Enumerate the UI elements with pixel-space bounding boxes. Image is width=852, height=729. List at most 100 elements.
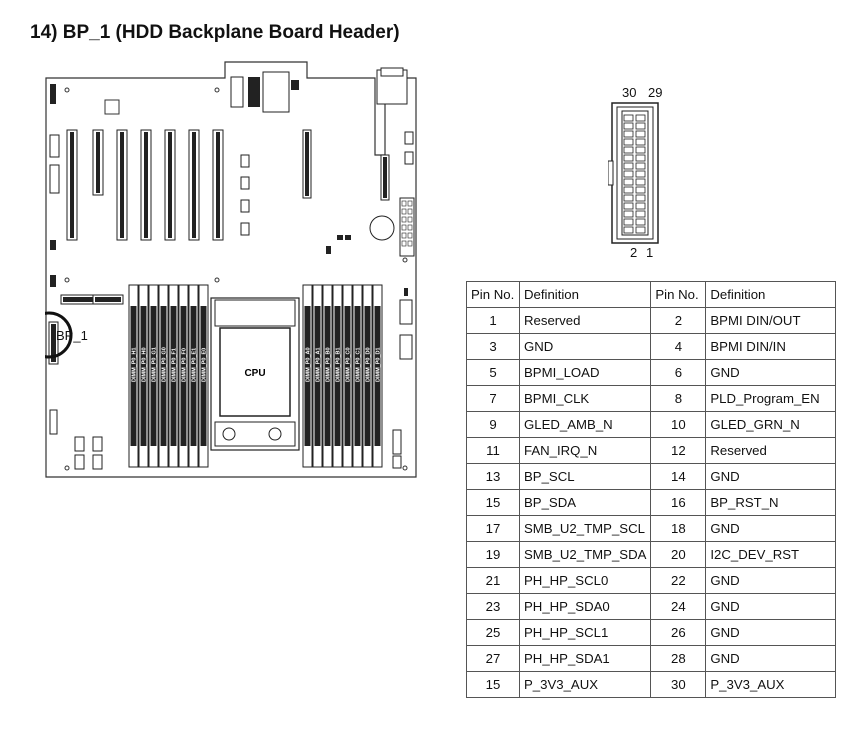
definition-cell: PH_HP_SCL0 xyxy=(518,567,652,594)
pin-number-cell: 2 xyxy=(650,307,707,334)
dimm-label: DIMM_P0_A0 xyxy=(306,347,312,382)
pin-number-cell: 20 xyxy=(650,541,707,568)
pin-number-cell: 28 xyxy=(650,645,707,672)
pin-label-29: 29 xyxy=(648,85,663,100)
dimm-label: DIMM_P0_A1 xyxy=(316,347,322,382)
definition-cell: BPMI_LOAD xyxy=(518,359,652,386)
pin-number-cell: 1 xyxy=(466,307,520,334)
motherboard-diagram: DIMM_P0_H1 DIMM_P0_H0 DIMM_P0_G1 DIMM_P0… xyxy=(45,61,417,478)
pin-number-cell: 27 xyxy=(466,645,520,672)
definition-cell: GND xyxy=(518,333,652,360)
definition-cell: GND xyxy=(705,567,837,594)
header-pin-no: Pin No. xyxy=(466,281,520,308)
definition-cell: BPMI DIN/OUT xyxy=(705,307,837,334)
dimm-label: DIMM_P0_F1 xyxy=(172,348,178,382)
pin-number-cell: 21 xyxy=(466,567,520,594)
pin-label-1: 1 xyxy=(646,245,654,260)
pin-number-cell: 15 xyxy=(466,489,520,516)
bp1-callout-label: BP_1 xyxy=(56,328,88,343)
bp1-callout xyxy=(45,311,73,359)
connector-diagram: 30 29 2 1 xyxy=(608,85,680,265)
pin-number-cell: 6 xyxy=(650,359,707,386)
pin-number-cell: 3 xyxy=(466,333,520,360)
definition-cell: PH_HP_SDA0 xyxy=(518,593,652,620)
table-header-row: Pin No. Definition Pin No. Definition xyxy=(466,281,837,308)
dimm-label: DIMM_P0_D0 xyxy=(366,347,372,382)
dimm-label: DIMM_P0_H1 xyxy=(132,347,138,382)
cpu-label: CPU xyxy=(244,368,265,379)
definition-cell: PLD_Program_EN xyxy=(705,385,837,412)
definition-cell: I2C_DEV_RST xyxy=(705,541,837,568)
pin-number-cell: 12 xyxy=(650,437,707,464)
pin-number-cell: 14 xyxy=(650,463,707,490)
definition-cell: Reserved xyxy=(518,307,652,334)
pin-label-2: 2 xyxy=(630,245,638,260)
pin-label-30: 30 xyxy=(622,85,637,100)
pin-number-cell: 4 xyxy=(650,333,707,360)
dimm-label: DIMM_P0_E1 xyxy=(192,348,198,382)
connector-shape xyxy=(608,102,659,244)
definition-cell: P_3V3_AUX xyxy=(518,671,652,698)
dimm-label: DIMM_P0_H0 xyxy=(142,347,148,382)
section-title: 14) BP_1 (HDD Backplane Board Header) xyxy=(30,22,400,43)
definition-cell: BP_SCL xyxy=(518,463,652,490)
definition-cell: GLED_AMB_N xyxy=(518,411,652,438)
definition-cell: PH_HP_SDA1 xyxy=(518,645,652,672)
pin-number-cell: 23 xyxy=(466,593,520,620)
definition-cell: SMB_U2_TMP_SDA xyxy=(518,541,652,568)
pin-number-cell: 19 xyxy=(466,541,520,568)
dimm-label: DIMM_P0_C0 xyxy=(346,347,352,382)
definition-cell: GND xyxy=(705,593,837,620)
pin-number-cell: 17 xyxy=(466,515,520,542)
definition-cell: SMB_U2_TMP_SCL xyxy=(518,515,652,542)
header-definition: Definition xyxy=(705,281,837,308)
definition-cell: FAN_IRQ_N xyxy=(518,437,652,464)
dimm-label: DIMM_P0_B0 xyxy=(326,347,332,382)
definition-cell: BP_RST_N xyxy=(705,489,837,516)
definition-cell: BPMI_CLK xyxy=(518,385,652,412)
pin-number-cell: 5 xyxy=(466,359,520,386)
dimm-label: DIMM_P0_G0 xyxy=(162,347,168,382)
definition-cell: GND xyxy=(705,359,837,386)
definition-cell: PH_HP_SCL1 xyxy=(518,619,652,646)
definition-cell: BP_SDA xyxy=(518,489,652,516)
pin-number-cell: 22 xyxy=(650,567,707,594)
board-outline xyxy=(45,61,417,478)
dimm-label: DIMM_P0_G1 xyxy=(152,347,158,382)
pin-number-cell: 24 xyxy=(650,593,707,620)
pin-number-cell: 16 xyxy=(650,489,707,516)
pin-number-cell: 30 xyxy=(650,671,707,698)
pin-number-cell: 11 xyxy=(466,437,520,464)
pin-number-cell: 7 xyxy=(466,385,520,412)
definition-cell: GND xyxy=(705,515,837,542)
pin-number-cell: 26 xyxy=(650,619,707,646)
pin-number-cell: 9 xyxy=(466,411,520,438)
definition-cell: GND xyxy=(705,463,837,490)
definition-cell: BPMI DIN/IN xyxy=(705,333,837,360)
definition-cell: P_3V3_AUX xyxy=(705,671,837,698)
dimm-label: DIMM_P0_B1 xyxy=(336,347,342,382)
dimm-label: DIMM_P0_D1 xyxy=(376,347,382,382)
header-definition: Definition xyxy=(518,281,652,308)
pin-number-cell: 8 xyxy=(650,385,707,412)
definition-cell: GND xyxy=(705,645,837,672)
pin-number-cell: 13 xyxy=(466,463,520,490)
definition-cell: GLED_GRN_N xyxy=(705,411,837,438)
dimm-label: DIMM_P0_C1 xyxy=(356,347,362,382)
dimm-label: DIMM_P0_E0 xyxy=(202,348,208,382)
